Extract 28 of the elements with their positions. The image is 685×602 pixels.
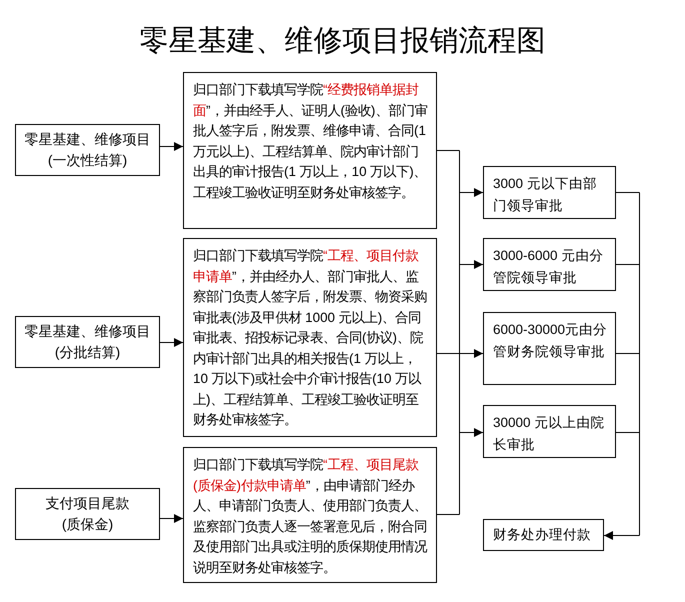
instruction-text: 归口部门下载填写学院“经费报销单据封面”，并由经手人、证明人(验收)、部门审批人签字后，附发票、维修申请、合同(1 万元以上)、工程结算单、院内审计部门出具的审计报告(1 万以上，10 万以下)、工程竣工验收证明至财务处审核签字。 [193,81,428,202]
approval-box [483,238,616,291]
approval-label: 6000-30000元由分管财务院领导审批 [493,321,608,361]
flow-arrow [160,142,184,151]
process-box [15,316,160,368]
approval-box [483,312,616,385]
process-box [483,519,604,551]
instruction-box [183,447,437,583]
flow-arrow [160,338,184,347]
approval-box [483,166,616,219]
instruction-text: 归口部门下载填写学院“工程、项目付款申请单”，并由经办人、部门审批人、监察部门负责人签字后，附发票、物资采购审批表(涉及甲供材 1000 元以上)、合同审批表、招投标记录表、合同(协议)、院内审计部门出具的相关报告(1 万以上，10 万以下)或社会中介审计报告(10 万以上)、工程结算单、工程竣工验收证明至财务处审核签字。 [193,247,428,429]
approval-label: 3000 元以下由部门领导审批 [493,175,598,215]
approval-label: 30000 元以上由院长审批 [493,414,606,454]
step-label: 零星基建、维修项目(一次性结算) [24,130,152,170]
step-label: 零星基建、维修项目(分批结算) [24,322,152,362]
instruction-box [183,238,437,437]
instruction-box [183,72,437,229]
instruction-text: 归口部门下载填写学院“工程、项目尾款(质保金)付款申请单”，由申请部门经办人、申请部门负责人、使用部门负责人、监察部门负责人逐一签署意见后，附合同及使用部门出具或注明的质保期使用情况说明至财务处审核签字。 [193,456,428,576]
step-label: 财务处办理付款 [493,526,592,544]
flow-arrow [436,150,484,515]
process-box [15,488,160,540]
diagram-title: 零星基建、维修项目报销流程图 [140,24,546,59]
flow-arrow [160,514,184,523]
approval-label: 3000-6000 元由分管院领导审批 [493,247,604,287]
flow-arrow [604,192,640,540]
step-label: 支付项目尾款(质保金) [44,494,130,534]
process-box [15,124,160,176]
approval-box [483,405,616,458]
